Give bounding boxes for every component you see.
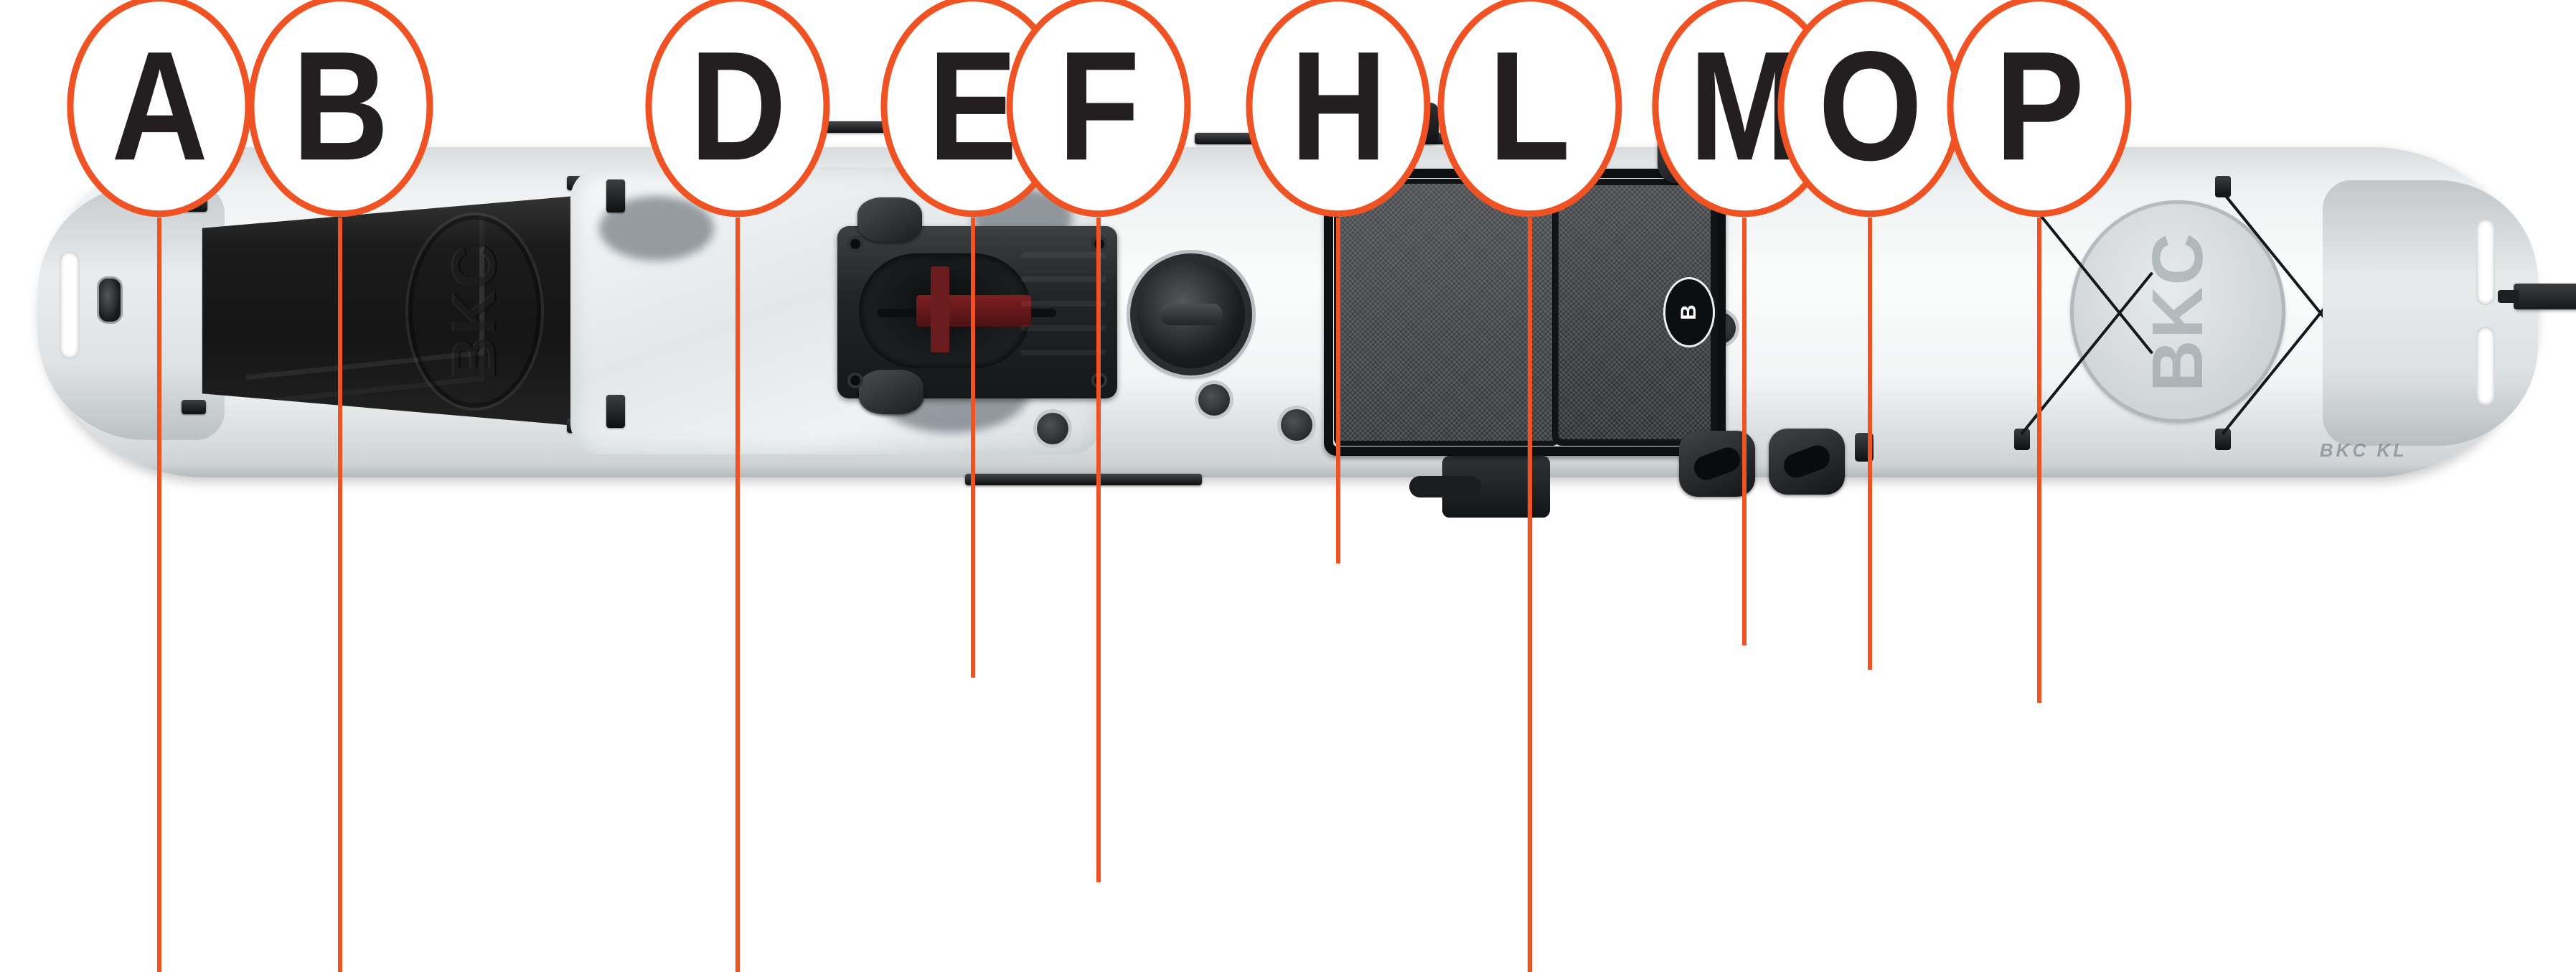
bow-deck-fitting	[97, 276, 123, 324]
callout-ring-l: L	[1437, 0, 1622, 218]
callout-ring-p: P	[1947, 0, 2132, 218]
stern-oval-hatch: BKC	[2070, 200, 2285, 423]
callout-letter-b: B	[292, 19, 390, 193]
callout-ring-d: D	[645, 0, 830, 218]
pedal	[857, 197, 922, 242]
bungee-anchor	[2215, 429, 2231, 450]
callout-ring-o: O	[1777, 0, 1962, 218]
paddle-park-clip	[606, 395, 625, 428]
callout-marker-l[interactable]: L	[1437, 0, 1622, 218]
mounting-nut	[847, 373, 863, 388]
pedal-well-grip-texture	[1021, 252, 1106, 371]
callout-leader-line-l	[1527, 217, 1532, 972]
flush-rod-holder	[1769, 429, 1845, 495]
accessory-gear-rail	[965, 474, 1202, 485]
callout-leader-line-h	[1336, 217, 1341, 564]
stern-carry-handle-slot	[2476, 327, 2495, 406]
callout-marker-a[interactable]: A	[67, 0, 252, 218]
callout-marker-o[interactable]: O	[1777, 0, 1962, 218]
scupper-hole	[1281, 409, 1312, 441]
deck-pad-clip	[182, 400, 206, 414]
callout-letter-a: A	[111, 19, 208, 193]
stern-section	[2323, 180, 2538, 446]
rudder-assembly	[2498, 284, 2576, 309]
pedal	[859, 370, 923, 414]
drive-crank	[931, 266, 949, 352]
callout-leader-line-d	[735, 217, 741, 972]
callout-leader-line-a	[157, 217, 162, 972]
callout-marker-p[interactable]: P	[1947, 0, 2132, 218]
seat-brand-badge: B	[1663, 277, 1715, 347]
callout-letter-p: P	[1995, 19, 2084, 193]
hull-brand-text: BKC KL	[2319, 439, 2407, 461]
callout-leader-line-f	[1096, 217, 1101, 882]
callout-ring-b: B	[248, 0, 433, 218]
kayak-top-view: BKC	[38, 103, 2576, 518]
mounting-nut	[847, 236, 863, 252]
stern-hatch-logo-text: BKC	[2137, 231, 2218, 392]
side-carry-handle	[1409, 456, 1550, 518]
scupper-hole	[1037, 413, 1068, 444]
callout-letter-e: E	[928, 19, 1017, 193]
callout-ring-a: A	[67, 0, 252, 218]
callout-leader-line-o	[1868, 217, 1873, 670]
stern-carry-handle-slot	[2476, 219, 2495, 305]
callout-letter-o: O	[1818, 19, 1922, 193]
seat-back-mesh: B	[1552, 179, 1717, 446]
callout-marker-f[interactable]: F	[1006, 0, 1191, 218]
callout-leader-line-e	[970, 217, 975, 678]
deck-pad-logo: BKC	[405, 212, 544, 411]
callout-marker-d[interactable]: D	[645, 0, 830, 218]
callout-letter-l: L	[1489, 19, 1571, 193]
deck-pad-logo-text: BKC	[439, 243, 509, 381]
pedal-drive-unit	[837, 197, 1117, 414]
callout-leader-line-p	[2037, 217, 2042, 703]
bungee-anchor	[2014, 429, 2030, 450]
paddle-park-clip	[606, 179, 625, 212]
callout-marker-b[interactable]: B	[248, 0, 433, 218]
bow-carry-handle-slot	[60, 251, 80, 359]
bow-deck-pad: BKC	[202, 195, 592, 427]
mesh-seat: B	[1324, 169, 1726, 456]
seat-badge-text: B	[1676, 304, 1701, 320]
callout-letter-h: H	[1290, 19, 1387, 193]
callout-marker-h[interactable]: H	[1246, 0, 1431, 218]
seat-bottom-mesh	[1334, 179, 1559, 446]
callout-ring-f: F	[1006, 0, 1191, 218]
callout-leader-line-b	[338, 217, 343, 972]
callout-letter-f: F	[1058, 19, 1139, 193]
callout-ring-h: H	[1246, 0, 1431, 218]
bungee-anchor	[2215, 176, 2231, 197]
callout-letter-d: D	[690, 19, 787, 193]
callout-leader-line-m	[1741, 217, 1747, 645]
center-screw-hatch	[1130, 253, 1252, 375]
scupper-hole	[1198, 384, 1230, 416]
